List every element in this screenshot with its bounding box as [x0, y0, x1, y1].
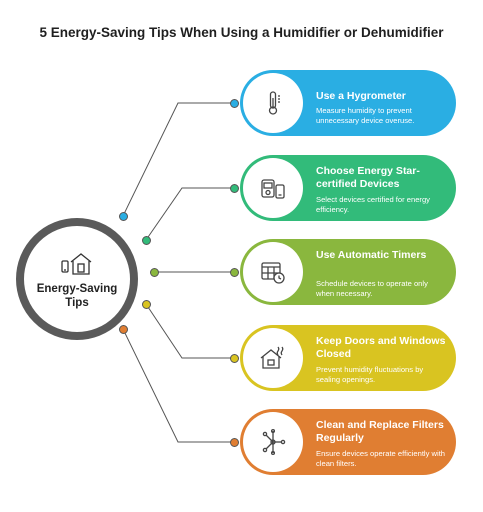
tip-card-1: Use a Hygrometer Measure humidity to pre…	[240, 70, 456, 136]
calendar-clock-icon	[261, 262, 285, 284]
connector-2	[145, 187, 234, 241]
connector-dot-1	[119, 212, 128, 221]
tip-heading-5: Clean and Replace Filters Regularly	[316, 419, 444, 444]
tip-heading-4: Keep Doors and Windows Closed	[316, 335, 446, 360]
tip-description-5: Ensure devices operate efficiently with …	[316, 449, 446, 468]
tip-description-1: Measure humidity to prevent unnecessary …	[316, 106, 415, 125]
connector-5	[122, 328, 234, 443]
end-dot-1	[230, 99, 239, 108]
hub-label: Energy-Saving Tips	[36, 283, 118, 309]
end-dot-4	[230, 354, 239, 363]
hub-circle: Energy-Saving Tips	[16, 218, 138, 340]
end-dot-5	[230, 438, 239, 447]
tip-heading-3: Use Automatic Timers	[316, 249, 427, 261]
end-dot-3	[230, 268, 239, 277]
tip-card-3: Use Automatic Timers Schedule devices to…	[240, 239, 456, 305]
tip-description-2: Select devices certified for energy effi…	[316, 195, 430, 214]
connector-dot-4	[142, 300, 151, 309]
connector-dot-5	[119, 325, 128, 334]
tip-card-2: Choose Energy Star-certified Devices Sel…	[240, 155, 456, 221]
tip-heading-2: Choose Energy Star-certified Devices	[316, 165, 420, 190]
house-heat-icon	[260, 346, 284, 369]
connector-4	[145, 303, 234, 359]
diagram-title: 5 Energy-Saving Tips When Using a Humidi…	[39, 25, 444, 40]
devices-icon	[261, 179, 285, 199]
tip-card-4: Keep Doors and Windows Closed Prevent hu…	[240, 325, 456, 391]
connector-1	[122, 102, 234, 217]
connector-dot-3	[150, 268, 159, 277]
thermometer-icon	[268, 91, 280, 115]
filter-icon	[262, 428, 286, 456]
smart-home-icon	[61, 253, 92, 275]
end-dot-2	[230, 184, 239, 193]
connector-dot-2	[142, 236, 151, 245]
tip-description-3: Schedule devices to operate only when ne…	[316, 279, 428, 298]
tip-heading-1: Use a Hygrometer	[316, 90, 406, 102]
tip-card-5: Clean and Replace Filters Regularly Ensu…	[240, 409, 456, 475]
tip-description-4: Prevent humidity fluctuations by sealing…	[316, 365, 424, 384]
